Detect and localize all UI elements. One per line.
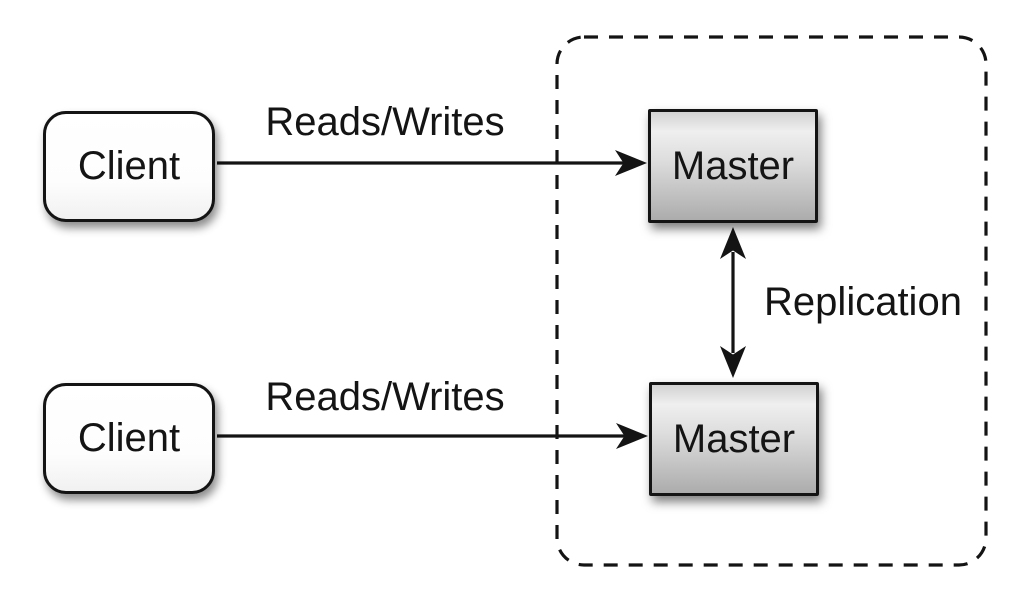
reads-writes-arrow-top <box>217 150 647 176</box>
reads-writes-label-bottom: Reads/Writes <box>265 375 505 419</box>
reads-writes-arrow-bottom <box>217 423 648 449</box>
replication-label: Replication <box>764 280 962 324</box>
reads-writes-label-top: Reads/Writes <box>265 100 505 144</box>
master-node-top: Master <box>648 109 818 223</box>
client-node-top-label: Client <box>77 144 181 188</box>
arrowhead-right-icon <box>615 150 647 176</box>
client-node-top: Client <box>43 111 215 222</box>
arrowhead-right-icon <box>616 423 648 449</box>
arrowhead-down-icon <box>720 346 746 378</box>
arrowhead-up-icon <box>720 227 746 259</box>
master-node-bottom-label: Master <box>672 416 796 461</box>
master-node-top-label: Master <box>671 143 795 188</box>
master-node-bottom: Master <box>649 382 819 496</box>
replication-arrow <box>720 227 746 378</box>
client-node-bottom: Client <box>43 383 215 494</box>
client-node-bottom-label: Client <box>77 416 181 460</box>
replication-group-boundary <box>555 35 988 567</box>
